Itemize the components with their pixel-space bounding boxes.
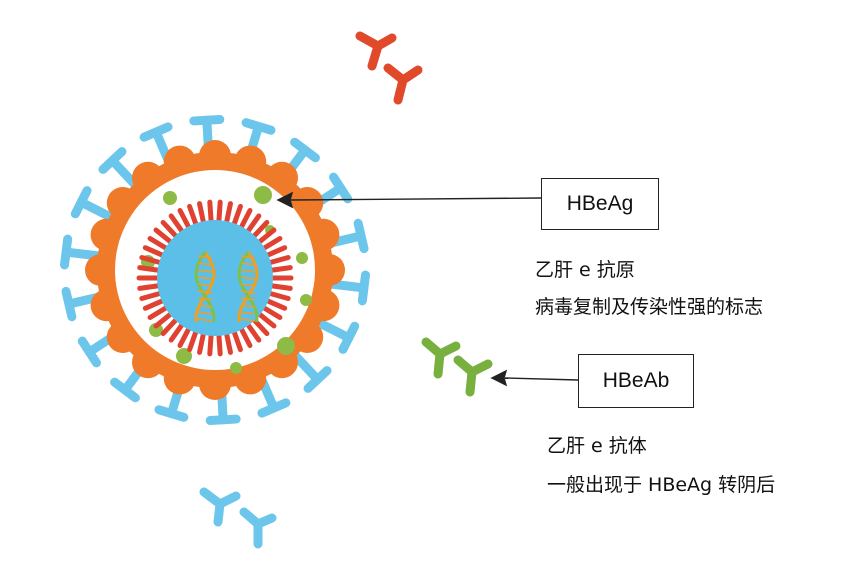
hbeab-label-box: HBeAb xyxy=(578,354,694,408)
antigen-head xyxy=(189,115,225,126)
antigen-stem xyxy=(291,351,323,384)
antigen-head xyxy=(241,118,276,135)
arrow-to-hbeag xyxy=(276,191,542,209)
hbeab-box-text: HBeAb xyxy=(602,369,670,392)
hbeag-particle xyxy=(300,294,312,306)
hbeag-label-box: HBeAg xyxy=(541,178,659,230)
antigen-head xyxy=(329,172,353,204)
virus-core xyxy=(136,199,294,357)
hbeag-description: 病毒复制及传染性强的标志 xyxy=(535,296,764,318)
antibody-blue xyxy=(199,487,277,549)
antigen-stem xyxy=(327,279,369,293)
hbeag-particle xyxy=(176,348,192,364)
antigen-head xyxy=(139,122,173,142)
hbeab-name: 乙肝 e 抗体 xyxy=(547,435,647,457)
antibody-red xyxy=(355,31,423,105)
antigen-head xyxy=(257,398,291,418)
hbeag-particle xyxy=(277,337,295,355)
antigen-head xyxy=(61,286,77,322)
antigen-head xyxy=(290,137,320,163)
hbeag-particle xyxy=(163,191,177,205)
antigen-head xyxy=(154,405,189,422)
hbeag-name: 乙肝 e 抗原 xyxy=(535,259,635,281)
antigen-head xyxy=(70,186,92,219)
hbeag-particle xyxy=(254,186,272,204)
hbeab-description: 一般出现于 HBeAg 转阴后 xyxy=(547,474,776,496)
dna-helix-left xyxy=(194,251,216,323)
antigen-head xyxy=(77,336,101,368)
antigen-head xyxy=(98,147,127,174)
hbeag-particle xyxy=(230,362,242,374)
antigen-stem xyxy=(107,156,139,189)
hbeag-particle xyxy=(149,323,163,337)
antigen-head xyxy=(205,414,241,425)
antigen-stem xyxy=(61,247,103,261)
antigen-stem xyxy=(315,318,354,343)
surface-antigens xyxy=(60,115,370,425)
antigen-head xyxy=(60,234,73,270)
hbeag-particle xyxy=(296,252,308,264)
antigen-head xyxy=(338,321,360,354)
antigen-head xyxy=(357,270,370,306)
hbeag-box-text: HBeAg xyxy=(566,192,634,215)
antigen-head xyxy=(353,218,369,254)
arrow-to-hbeab xyxy=(490,369,579,387)
dna-helix-right xyxy=(237,251,259,323)
antigen-stem xyxy=(76,197,115,222)
antibody-green xyxy=(421,337,493,397)
antigen-head xyxy=(110,377,140,403)
antigen-head xyxy=(303,366,332,393)
